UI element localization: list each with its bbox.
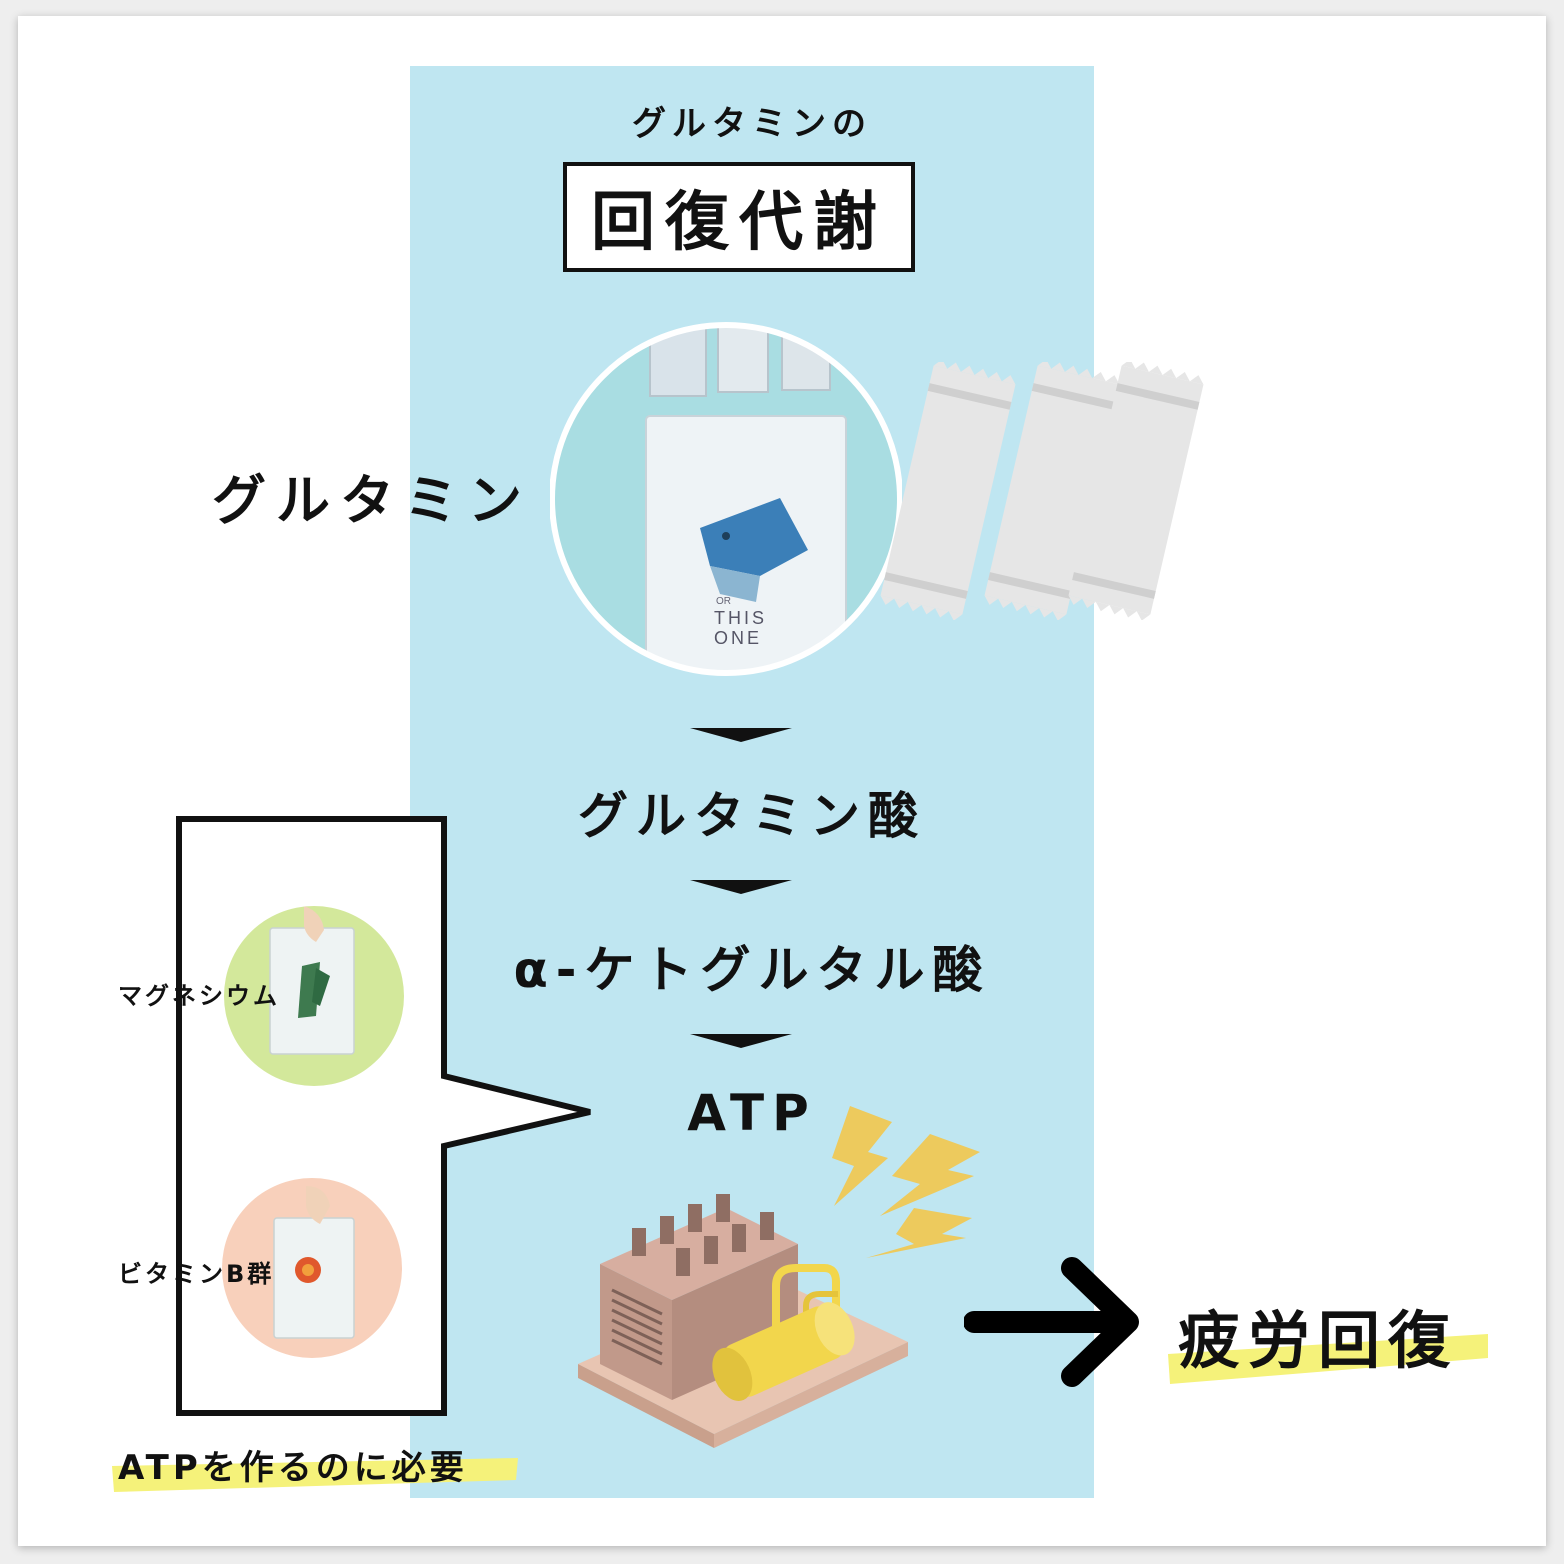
- stick-packet-icon: [880, 362, 1016, 620]
- product-name-line1: THIS: [714, 608, 767, 628]
- flow-arrow-down-icon: [690, 880, 792, 894]
- result-label: 疲労回復: [1178, 1304, 1459, 1377]
- stick-packet-icon: [984, 362, 1120, 620]
- diagram-subtitle: グルタミンの: [632, 104, 872, 144]
- magnesium-product-photo: [224, 906, 404, 1086]
- vitamin-b-product-photo: [222, 1178, 402, 1358]
- result-highlight: [1168, 1334, 1488, 1384]
- product-name-line2: ONE: [714, 628, 762, 648]
- flow-arrow-down-icon: [690, 728, 792, 742]
- lightning-bolt-icon: [880, 1134, 980, 1216]
- stick-packet-icon: [1068, 362, 1204, 620]
- result-arrow-right-icon: [964, 1257, 1139, 1387]
- power-generator-illustration: [578, 1194, 908, 1448]
- product-photo-circle: OR THIS ONE: [550, 322, 902, 676]
- lightning-bolt-icon: [866, 1208, 972, 1258]
- product-brand: OR: [716, 596, 731, 607]
- step-glutamic-acid: グルタミン酸: [578, 787, 926, 845]
- flow-arrow-down-icon: [690, 1034, 792, 1048]
- lightning-bolt-icon: [832, 1106, 892, 1206]
- step-alpha-ketoglutaric-acid: α-ケトグルタル酸: [513, 941, 991, 999]
- note-highlight: [112, 1458, 518, 1492]
- diagram-title-box: 回復代謝: [563, 162, 915, 272]
- cofactor-label-magnesium: マグネシウム: [118, 982, 280, 1010]
- input-label: グルタミン: [212, 469, 532, 532]
- cofactor-label-vitamin-b: ビタミンB群: [118, 1260, 275, 1288]
- stick-packets-illustration: [880, 362, 1204, 620]
- cofactor-note: ATPを作るのに必要: [118, 1448, 468, 1488]
- diagram-title: 回復代謝: [591, 186, 887, 260]
- step-atp: ATP: [687, 1084, 817, 1142]
